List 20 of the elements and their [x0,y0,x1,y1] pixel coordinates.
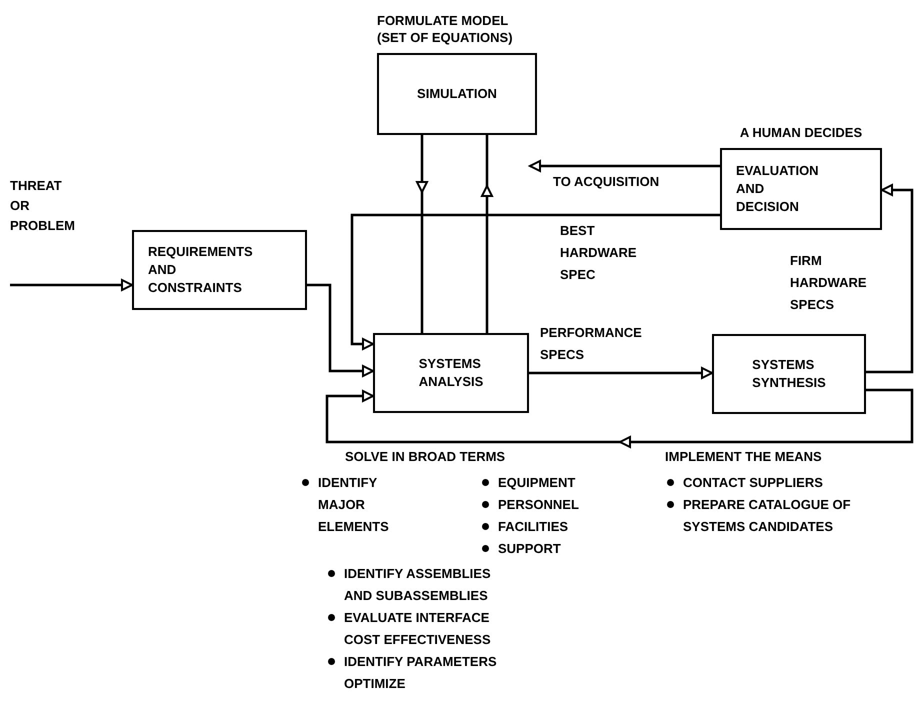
bullet-item: EVALUATE INTERFACE COST EFFECTIVENESS [326,607,506,651]
bullet-item: EQUIPMENT [480,472,610,494]
bullet-item: PERSONNEL [480,494,610,516]
process-box: EVALUATION AND DECISION [720,148,882,230]
note-text: IMPLEMENT THE MEANS [665,448,823,466]
box-heading: FORMULATE MODEL (SET OF EQUATIONS) [377,12,514,47]
bullet-item: IDENTIFY PARAMETERS OPTIMIZE [326,651,506,695]
note-text: SOLVE IN BROAD TERMS [345,448,506,466]
box-heading: A HUMAN DECIDES [740,124,862,142]
bullet-item: IDENTIFY MAJOR ELEMENTS [300,472,389,538]
note-text: THREAT OR PROBLEM [10,177,75,235]
process-box: SIMULATION [377,53,537,135]
bullet-item: FACILITIES [480,516,610,538]
bullet-item: CONTACT SUPPLIERS [665,472,885,494]
bullet-item: IDENTIFY ASSEMBLIES AND SUBASSEMBLIES [326,563,506,607]
bullet-item: PREPARE CATALOGUE OF SYSTEMS CANDIDATES [665,494,860,538]
process-box: SYSTEMS SYNTHESIS [712,334,866,414]
bullet-item: SUPPORT [480,538,610,560]
process-box: REQUIREMENTS AND CONSTRAINTS [132,230,307,310]
process-box: SYSTEMS ANALYSIS [373,333,529,413]
